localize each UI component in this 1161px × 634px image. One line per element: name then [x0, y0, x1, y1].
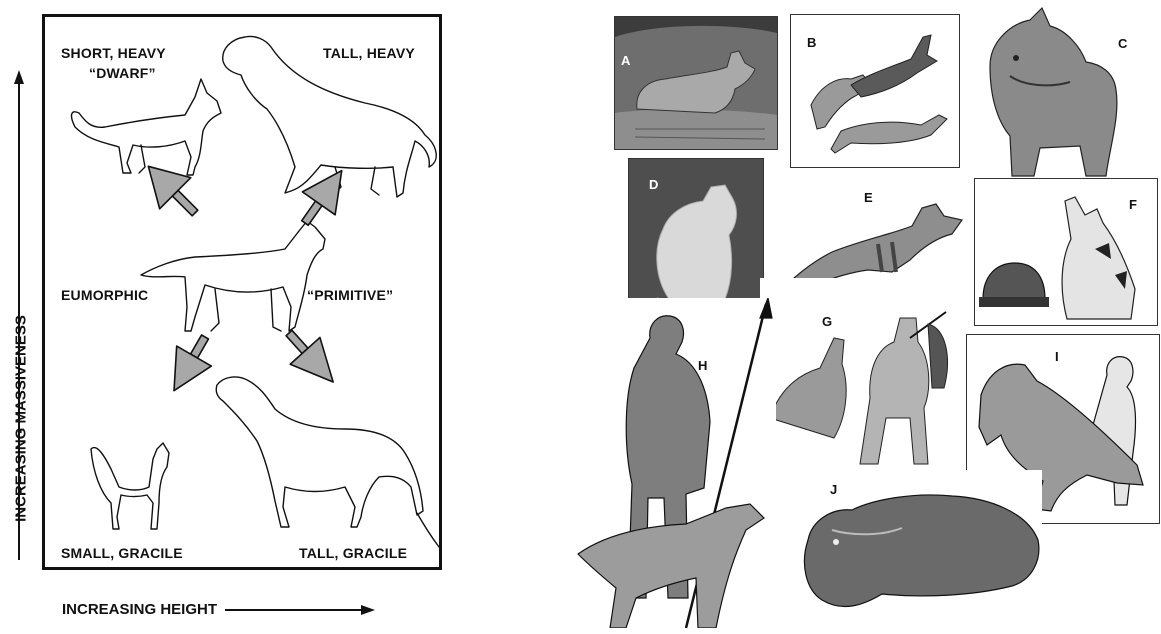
panel-label: C: [1118, 36, 1127, 51]
y-axis-label: INCREASING MASSIVENESS: [13, 204, 30, 634]
eumorphic-dog-drawing: [141, 221, 325, 331]
y-axis: INCREASING MASSIVENESS: [6, 70, 32, 560]
panel-d: D: [628, 158, 764, 320]
relief-dog-image: [615, 17, 777, 149]
panel-label: B: [807, 35, 816, 50]
panel-label: F: [1129, 197, 1137, 212]
ceramic-dog-image: [970, 6, 1130, 180]
panel-a: A: [614, 16, 778, 150]
panel-j: J: [792, 470, 1042, 618]
label-primitive: “PRIMITIVE”: [307, 287, 393, 303]
small-gracile-dog-drawing: [91, 443, 169, 529]
panel-label: G: [822, 314, 832, 329]
label-tall-heavy: TALL, HEAVY: [323, 45, 415, 61]
dwarf-dog-drawing: [72, 79, 221, 175]
arrow-to-tall-gracile: [274, 320, 348, 396]
panel-label: I: [1055, 349, 1059, 364]
label-eumorphic: EUMORPHIC: [61, 287, 148, 303]
panel-label: H: [698, 358, 707, 373]
panel-label: J: [830, 482, 837, 497]
panel-b: B: [790, 14, 960, 168]
panel-label: D: [649, 177, 658, 192]
label-tall-gracile: TALL, GRACILE: [299, 545, 407, 561]
dog-morphology-diagram: SHORT, HEAVY “DWARF” TALL, HEAVY EUMORPH…: [42, 14, 442, 570]
arrow-to-small-gracile: [157, 327, 223, 401]
panel-f: F: [974, 178, 1158, 326]
man-with-spear-image: [576, 298, 776, 628]
arrow-to-tall-heavy: [289, 159, 358, 234]
label-short-heavy: SHORT, HEAVY: [61, 45, 166, 61]
greyhound-dog-drawing: [216, 377, 439, 547]
panel-g: G: [760, 278, 960, 468]
panel-label: A: [621, 53, 630, 68]
x-axis-label-row: INCREASING HEIGHT: [62, 601, 375, 618]
label-dwarf: “DWARF”: [89, 65, 156, 81]
x-axis-label: INCREASING HEIGHT: [62, 601, 217, 618]
panel-c: C: [970, 6, 1130, 180]
label-small-gracile: SMALL, GRACILE: [61, 545, 183, 561]
x-axis-arrow: [225, 603, 375, 617]
hunter-with-dogs-image: [760, 278, 960, 468]
panel-h: H: [576, 298, 776, 628]
panel-label: E: [864, 190, 873, 205]
